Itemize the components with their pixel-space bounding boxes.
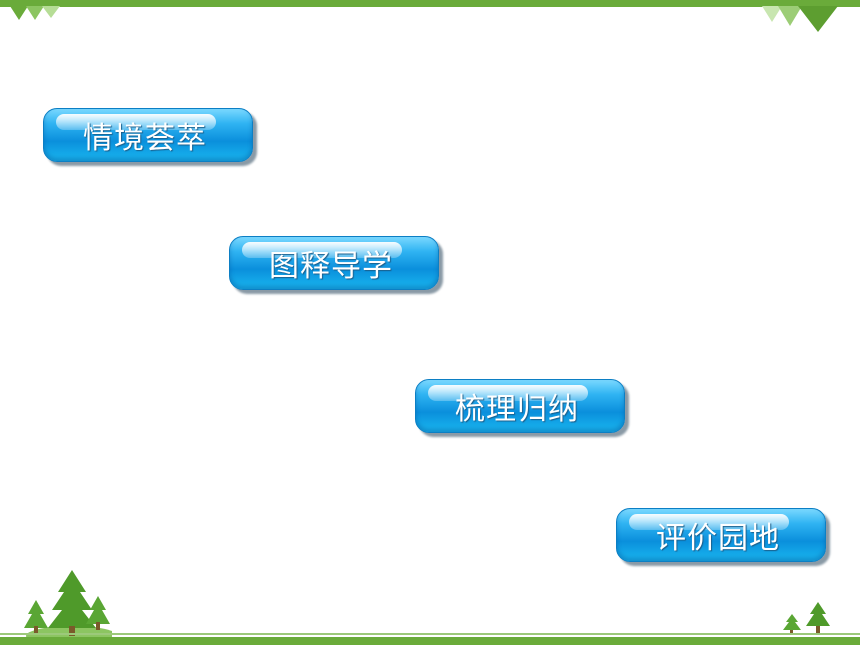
button-summary[interactable]: 梳理归纳 <box>415 379 625 433</box>
top-border-bar <box>0 0 860 7</box>
button-evaluation[interactable]: 评价园地 <box>616 508 826 562</box>
button-scenario-collection[interactable]: 情境荟萃 <box>43 108 253 162</box>
top-right-pennants-icon <box>762 6 838 32</box>
bottom-right-pine-trees-icon <box>783 602 830 635</box>
button-label: 图释导学 <box>269 249 393 284</box>
button-gloss <box>629 514 789 530</box>
bottom-border-bar <box>0 637 860 645</box>
button-gloss <box>56 114 216 130</box>
bottom-left-pine-trees-icon <box>24 570 112 638</box>
button-illustrated-guide[interactable]: 图释导学 <box>229 236 439 290</box>
button-label: 情境荟萃 <box>83 121 207 156</box>
button-gloss <box>242 242 402 258</box>
button-label: 梳理归纳 <box>455 392 579 427</box>
bottom-border-line <box>0 633 860 635</box>
button-gloss <box>428 385 588 401</box>
button-label: 评价园地 <box>656 521 780 556</box>
top-left-pennants-icon <box>10 6 60 20</box>
